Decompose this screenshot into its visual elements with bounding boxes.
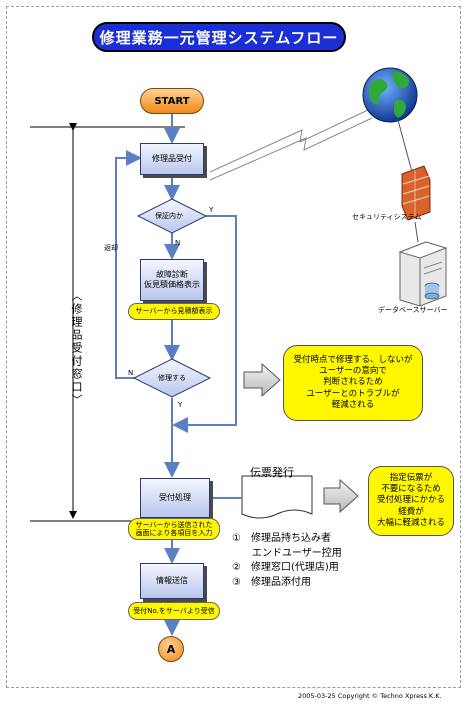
server-input-line2: 画面により各項目を入力 (135, 529, 213, 537)
page-frame (6, 6, 461, 688)
return-label: 返却 (104, 244, 118, 252)
slip-copies-list: ① 修理品持ち込み者 エンドユーザー控用 ② 修理窓口(代理店)用 ③ 修理品添… (232, 532, 342, 590)
slip-issue-label: 伝票発行 (250, 466, 294, 479)
cost-reduction-note: 指定伝票が 不要になるため 受付処理にかかる 経費が 大幅に軽減される (368, 466, 454, 536)
slip-copy-item: ② 修理窓口(代理店)用 (232, 562, 339, 573)
repair-yes-label: Y (178, 401, 183, 409)
connector-a: A (158, 636, 184, 662)
diagnosis-line2: 仮見積価格表示 (144, 280, 200, 289)
info-send-label: 情報送信 (156, 576, 188, 585)
diagnosis-step: 故障診断 仮見積価格表示 (140, 259, 204, 301)
reception-step: 修理品受付 (140, 143, 204, 175)
note2-line1: 指定伝票が (389, 473, 433, 484)
warranty-no-label: N (175, 239, 181, 247)
warranty-diamond-shape (136, 198, 208, 234)
note2-line5: 大幅に軽減される (376, 517, 445, 528)
diagnosis-line1: 故障診断 (156, 270, 188, 279)
note2-line3: 受付処理にかかる (376, 495, 445, 506)
branch-warranty-yes (172, 215, 237, 433)
copyright-footer: 2005-03-25 Copyright © Techno Xpress K.K… (298, 692, 442, 700)
database-server-label: データベースサーバー (378, 306, 448, 314)
accept-process-step: 受付処理 (140, 478, 210, 518)
server-input-line1: サーバーから送信された (135, 520, 213, 529)
warranty-diamond-label: 保証内か (155, 212, 183, 220)
network-link-2 (209, 117, 373, 181)
page-title: 修理業務一元管理システムフロー (92, 22, 346, 52)
repair-no-label: N (128, 369, 134, 377)
note2-line2: 不要になるため (381, 484, 441, 495)
reception-window-label: 〈修理品受付窓口〉 (70, 290, 83, 407)
receive-number-pill: 受付No.をサーバより受信 (128, 602, 220, 620)
security-to-server (414, 221, 419, 243)
slip-copy-item: エンドユーザー控用 (232, 547, 342, 559)
note1-line1: 受付時点で修理する、しないが (293, 355, 413, 366)
trouble-reduction-note: 受付時点で修理する、しないが ユーザーの意向で 判断されるため ユーザーとのトラ… (283, 345, 423, 421)
slip-copy-item: ① 修理品持ち込み者 (232, 533, 331, 544)
network-link (209, 109, 369, 173)
estimate-pill: サーバーから見積額表示 (128, 303, 220, 320)
repair-diamond-shape (132, 358, 212, 398)
database-server-icon (398, 241, 448, 307)
note1-arrow-icon (243, 362, 281, 398)
security-system-label: セキュリティシステム (352, 213, 422, 221)
reception-label: 修理品受付 (152, 154, 192, 163)
firewall-icon (401, 165, 431, 221)
note2-arrow-icon (323, 478, 359, 514)
server-input-pill: サーバーから送信された 画面により各項目を入力 (128, 518, 220, 540)
warranty-yes-label: Y (209, 206, 214, 214)
info-send-step: 情報送信 (140, 563, 204, 599)
note1-line5: 軽減される (331, 399, 375, 410)
repair-diamond-label: 修理する (158, 374, 186, 382)
note1-line2: ユーザーの意向で (319, 366, 387, 377)
internet-globe-icon (362, 67, 418, 123)
note2-line4: 経費が (398, 506, 424, 517)
note1-line4: ユーザーとのトラブルが (306, 388, 400, 399)
accept-process-label: 受付処理 (159, 493, 191, 502)
slip-copy-item: ③ 修理品添付用 (232, 576, 311, 588)
branch-repair-no-return (115, 150, 142, 379)
globe-to-security (397, 119, 413, 173)
note1-line3: 判断されるため (323, 377, 383, 388)
start-terminal: START (140, 88, 204, 114)
slip-document-icon (241, 475, 313, 519)
